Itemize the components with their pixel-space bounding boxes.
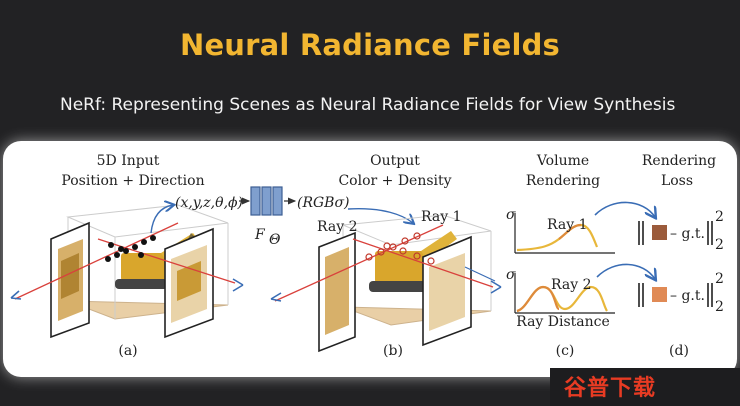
panel-c-heading-2: Rendering [526, 173, 600, 189]
sigma-label-2: σ [506, 267, 516, 283]
ray2-label: Ray 2 [317, 219, 357, 235]
panel-a-heading-1: 5D Input [97, 153, 160, 169]
network-subscript: Θ [269, 232, 281, 248]
image-plane-b-right [422, 235, 472, 347]
arrowhead-a-right [232, 278, 244, 292]
network-label: F [254, 227, 266, 243]
watermark-logo: 谷普下载 [564, 376, 657, 401]
ray1-label: Ray 1 [421, 209, 461, 225]
nerf-diagram: 5D Input Position + Direction [3, 141, 737, 377]
slide-subtitle: NeRf: Representing Scenes as Neural Radi… [60, 95, 676, 115]
norm-sub-2: 2 [715, 299, 724, 315]
ray-b-2 [352, 238, 494, 288]
sample-points-b [365, 232, 435, 265]
ray-a-1 [14, 222, 179, 300]
plot2-label: Ray 2 [551, 277, 591, 293]
image-plane-b-left [318, 231, 356, 353]
watermark-background [550, 368, 740, 406]
arrowhead-b-right [490, 280, 502, 294]
panel-c-heading-1: Volume [536, 153, 589, 169]
image-plane-a-left [50, 221, 90, 339]
panel-b-heading-1: Output [370, 153, 420, 169]
panel-d-heading-1: Rendering [642, 153, 716, 169]
caption-b: (b) [383, 343, 403, 359]
sigma-label-1: σ [506, 207, 516, 223]
diagram-canvas: 5D Input Position + Direction [10, 153, 724, 359]
plot-ray2 [514, 273, 615, 314]
arrow-to-scene-b [347, 207, 413, 223]
caption-a: (a) [118, 343, 137, 359]
norm-sup-2: 2 [715, 271, 724, 287]
arrow-to-loss-1 [594, 201, 655, 217]
caption-d: (d) [669, 343, 689, 359]
connector-b-c [464, 266, 496, 282]
slide-title: Neural Radiance Fields [179, 28, 561, 62]
arrow-to-loss-2 [596, 263, 655, 279]
panel-a-heading-2: Position + Direction [61, 173, 204, 189]
plot1-label: Ray 1 [547, 217, 587, 233]
caption-c: (c) [556, 343, 575, 359]
gt-label-2: – g.t. [670, 288, 705, 304]
image-plane-a-right [164, 227, 214, 339]
arrowhead-a-left [10, 290, 22, 300]
norm-sub-1: 2 [715, 237, 724, 253]
arrow-to-input [150, 205, 173, 234]
output-tuple: (RGBσ) [297, 195, 350, 211]
x-axis-label: Ray Distance [516, 314, 610, 330]
panel-b-heading-2: Color + Density [338, 173, 451, 189]
norm-sup-1: 2 [715, 209, 724, 225]
loss-row-1 [638, 221, 713, 245]
gt-label-1: – g.t. [670, 226, 705, 242]
loss-row-2 [638, 283, 713, 307]
panel-d-heading-2: Loss [661, 173, 693, 189]
plot-ray1 [514, 213, 615, 254]
input-tuple: (x,y,z,θ,ϕ) [175, 195, 243, 211]
network-block [250, 186, 283, 216]
color-swatch-2 [652, 287, 667, 302]
arrowhead-b-left [270, 292, 282, 302]
color-swatch-1 [652, 225, 667, 240]
sample-points [105, 235, 156, 262]
